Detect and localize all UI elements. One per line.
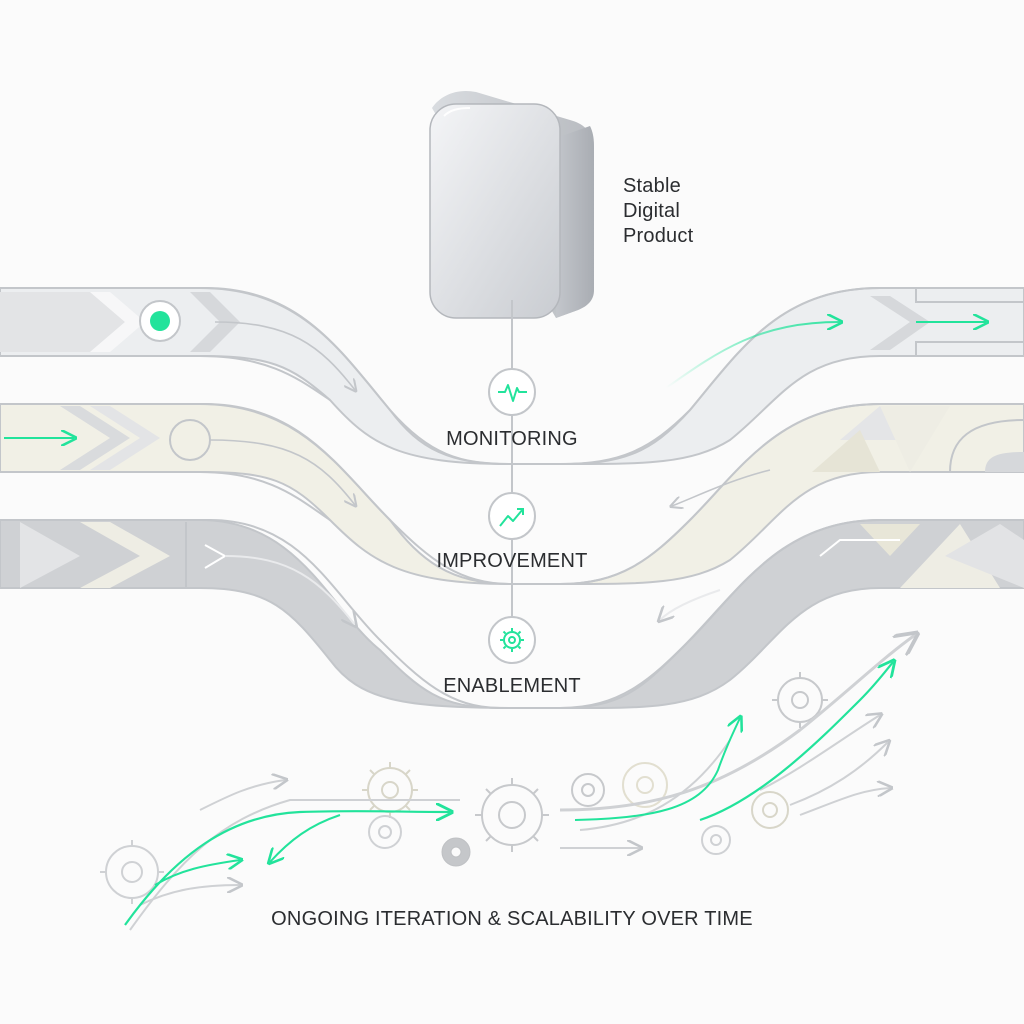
chevron-icon bbox=[20, 522, 80, 588]
chevron-icon bbox=[80, 522, 170, 588]
band-improvement bbox=[0, 403, 1024, 586]
gear-icon bbox=[475, 778, 549, 852]
pulse-icon bbox=[498, 384, 527, 402]
chevron-icon bbox=[90, 292, 145, 352]
triangle-shape bbox=[880, 406, 950, 472]
stage-label-improvement: IMPROVEMENT bbox=[436, 550, 587, 572]
chevron-icon bbox=[90, 406, 160, 470]
iteration-illustration bbox=[100, 635, 915, 931]
gear-icon bbox=[500, 628, 524, 652]
gear-icon bbox=[571, 773, 605, 807]
gear-icon bbox=[100, 840, 164, 904]
gear-icon bbox=[772, 672, 828, 728]
gear-icon bbox=[701, 825, 731, 855]
product-label: Stable Digital Product bbox=[623, 175, 694, 247]
product-cube bbox=[429, 90, 594, 319]
stage-node-improvement bbox=[488, 492, 536, 540]
band-enablement bbox=[0, 519, 1024, 710]
stage-node-enablement bbox=[488, 616, 536, 664]
gear-icon bbox=[441, 837, 471, 867]
stage-node-monitoring bbox=[488, 368, 536, 416]
chevron-icon bbox=[60, 406, 130, 470]
active-dot bbox=[150, 311, 170, 331]
gear-icon bbox=[751, 791, 789, 829]
gear-icon bbox=[622, 762, 668, 808]
triangle-shape bbox=[812, 430, 880, 472]
gear-icon bbox=[362, 762, 418, 818]
footer-caption: ONGOING ITERATION & SCALABILITY OVER TIM… bbox=[271, 908, 753, 930]
stage-label-enablement: ENABLEMENT bbox=[443, 675, 581, 697]
gear-icon bbox=[368, 815, 402, 849]
trend-up-icon bbox=[499, 508, 524, 527]
band-monitoring bbox=[0, 287, 1024, 466]
stage-label-monitoring: MONITORING bbox=[446, 428, 578, 450]
